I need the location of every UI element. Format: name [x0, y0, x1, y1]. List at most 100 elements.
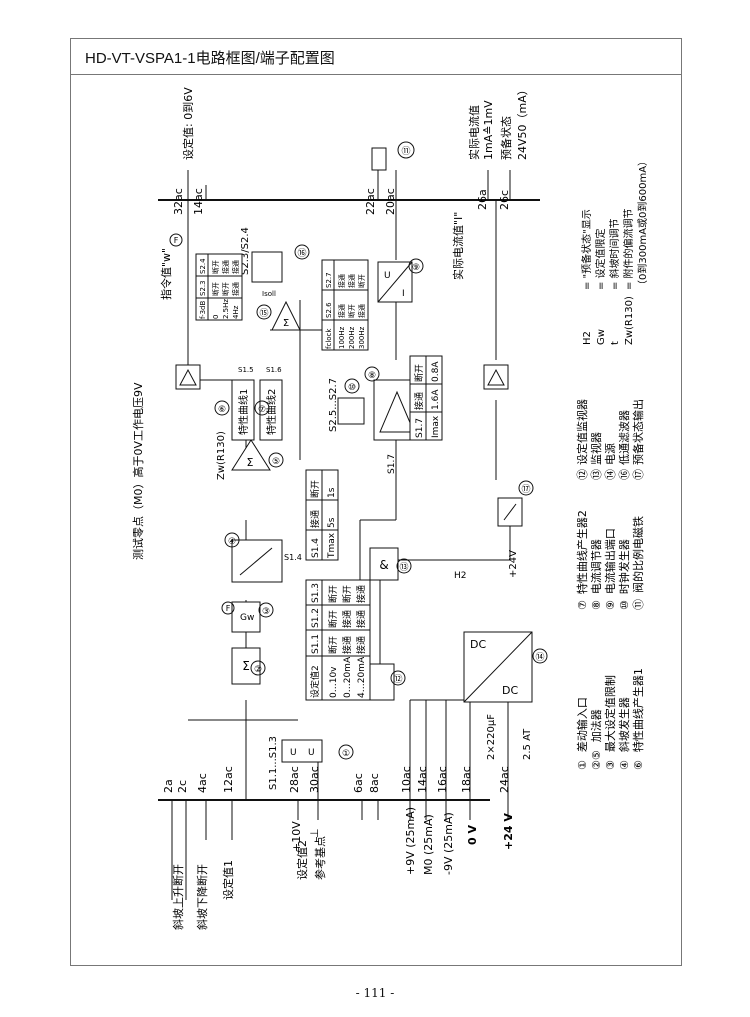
f-marker-label: F: [174, 236, 179, 245]
table-s25-r0c1: 接通: [337, 304, 346, 318]
table-s23-r2c1: 接通: [231, 282, 240, 296]
label-actual-current: 实际电流值: [467, 105, 481, 160]
table-s23-r2c2: 接通: [231, 260, 240, 274]
terminal-4ac: 4ac: [196, 773, 209, 793]
table-s14-h2: 断开: [309, 480, 321, 498]
label-standby-state: 预备状态: [499, 116, 513, 160]
block-3-gw: Gw: [240, 613, 254, 623]
block-9-current-output: U I ⑨: [377, 258, 424, 303]
legend-col-2: ⑦特性曲线产生器2 ⑧电流调节器 ⑨电流输出端口 ⑩时钟发生器 ⑪阀的比例电磁铁: [575, 510, 645, 610]
table-s23-h1: S2.3: [199, 280, 207, 296]
legend-7: ⑦特性曲线产生器2: [575, 510, 589, 610]
block-17-num: ⑰: [521, 484, 530, 495]
block-5-adder: Σ ⑤ Zw(R130): [216, 431, 284, 480]
amplifiers: [175, 364, 509, 390]
page-title: HD-VT-VSPA1-1电路框图/端子配置图: [85, 50, 335, 67]
label-minus9v: -9V (25mA): [442, 812, 455, 875]
terminal-8ac: 8ac: [368, 773, 381, 793]
abbr-h2-text: = "预备状态"显示: [580, 209, 593, 290]
block-15-adder: Σ ⑮: [256, 300, 301, 331]
block-6-num: ⑥: [218, 405, 226, 415]
block-7-num: ⑦: [258, 405, 266, 415]
table-s23-h0: f-3dB: [199, 300, 207, 319]
label-ramp-down: 斜坡下降断开: [195, 864, 209, 930]
block-4-num: ④: [228, 537, 236, 547]
block-1-u: U: [308, 748, 315, 758]
label-plus10v: +10V: [290, 821, 303, 852]
block-5-num: ⑤: [272, 457, 280, 467]
legend-col-1: ①差动输入口 ②⑤加法器 ③最大设定值限制 ④斜坡发生器 ⑥特性曲线产生器1: [575, 668, 645, 770]
block-14-power-supply: DC DC ⑭ 2×220µF 2.5 AT: [463, 631, 548, 760]
table-s23: f-3dB S2.3 S2.4 0 断开 断开 2.5Hz 断开 接通 4Hz …: [195, 253, 243, 321]
label-standby-spec: 24V50（mA）: [516, 84, 529, 160]
table-s25-h2: S2.7: [325, 272, 333, 288]
table-s17-h2: 断开: [413, 364, 425, 382]
block-14-dc-in: DC: [470, 638, 486, 651]
table-s25-h0: fclock: [325, 328, 333, 349]
block-14-num: ⑭: [535, 652, 544, 663]
header: HD-VT-VSPA1-1电路框图/端子配置图: [71, 39, 681, 75]
table-s1-r1c0: 0…20mA: [343, 656, 353, 698]
legend-9: ⑨电流输出端口: [603, 528, 617, 610]
label-s23-s24: S2.3/S2.4: [240, 227, 251, 275]
table-s1-r1c3: 断开: [341, 585, 353, 603]
terminal-6ac: 6ac: [352, 773, 365, 793]
block-11-num: ⑪: [401, 146, 410, 157]
table-s1-h1: S1.1: [311, 634, 321, 654]
terminal-12ac: 12ac: [222, 766, 235, 793]
label-ramp-up: 斜坡上升断开: [171, 864, 185, 930]
label-s14: S1.4: [284, 553, 302, 562]
block-16-lsoll: Isoll: [262, 290, 276, 298]
block-15-sigma: Σ: [283, 318, 289, 329]
legend-11: ⑪阀的比例电磁铁: [631, 516, 645, 610]
label-ref-point: 参考基点: [313, 836, 327, 880]
block-3-num: ③: [262, 607, 270, 617]
table-s17-r0c0: Imax: [431, 415, 441, 438]
valve-coil: ⑪: [371, 141, 415, 171]
block-9-num: ⑨: [412, 263, 420, 273]
table-s1-r2c2: 接通: [355, 610, 367, 628]
block-12-monitor: ⑫: [369, 663, 406, 701]
label-actual-i: 实际电流值"I": [451, 212, 465, 280]
terminal-10ac: 10ac: [400, 766, 413, 793]
table-s23-r1c2: 接通: [221, 260, 230, 274]
terminal-row-bottom: 2a 2c 4ac 12ac 28ac 30ac 6ac 8ac 10ac 14…: [162, 766, 511, 793]
terminal-26c: 26c: [498, 190, 511, 210]
abbr-gw-key: Gw: [596, 329, 607, 345]
table-s1-r2c1: 接通: [355, 636, 367, 654]
table-s25-r1c1: 断开: [347, 304, 356, 318]
terminal-14ac: 14ac: [416, 766, 429, 793]
terminal-22ac: 22ac: [364, 188, 377, 215]
label-s25-s27: S2.5...S2.7: [328, 378, 339, 432]
legend-16: ⑯低通滤波器: [618, 410, 631, 480]
legend-17: ⑰预备状态输出: [631, 399, 645, 480]
table-s14: S1.4 接通 断开 Tmax 5s 1s: [305, 469, 339, 561]
table-s1-r0c2: 断开: [327, 610, 339, 628]
block-1-ui: U: [290, 748, 297, 758]
page-number: - 111 -: [355, 986, 395, 1000]
terminal-20ac: 20ac: [384, 188, 397, 215]
table-s25-r1c0: 200Hz: [348, 326, 356, 349]
bottom-labels: 斜坡上升断开 斜坡下降断开 设定值1 设定值2 +10V 参考基点 ⊥ +9V …: [171, 807, 515, 930]
table-s23-r1c1: 断开: [221, 282, 230, 296]
table-s17-h0: S1.7: [415, 418, 425, 438]
block-6-label: 特性曲线1: [237, 389, 250, 435]
label-test-zero: 测试零点（M0）高于0V工作电压9V: [131, 382, 145, 560]
block-12-num: ⑫: [393, 674, 402, 685]
table-s1-r2c3: 接通: [355, 585, 367, 603]
label-m0: M0 (25mA): [422, 814, 435, 875]
table-s14-h1: 接通: [309, 510, 321, 528]
terminal-16ac: 16ac: [436, 766, 449, 793]
top-annotations: 设定值: 0到6V 实际电流值 1mA≙1mV 预备状态 24V50（mA） 指…: [131, 84, 529, 560]
label-command-w: 指令值"w": [159, 248, 173, 300]
legend-12: ⑫设定值监视器: [575, 399, 589, 480]
legend-col-3: ⑫设定值监视器 ⑬监视器 ⑭电源 ⑯低通滤波器 ⑰预备状态输出: [575, 399, 645, 480]
legend-1: ①差动输入口: [575, 697, 589, 770]
block-5-sigma: Σ: [247, 456, 254, 469]
abbr-t-key: t: [610, 341, 621, 345]
block-16-lowpass: Isoll ⑯ S2.3/S2.4: [240, 227, 310, 298]
legend-13: ⑬监视器: [589, 432, 603, 480]
label-setpoint2: 设定值2: [295, 840, 309, 880]
table-s1-r1c1: 接通: [341, 636, 353, 654]
table-s1: 设定值2 S1.1 S1.2 S1.3 0…10v 断开 断开 断开 0…20m…: [305, 579, 371, 701]
